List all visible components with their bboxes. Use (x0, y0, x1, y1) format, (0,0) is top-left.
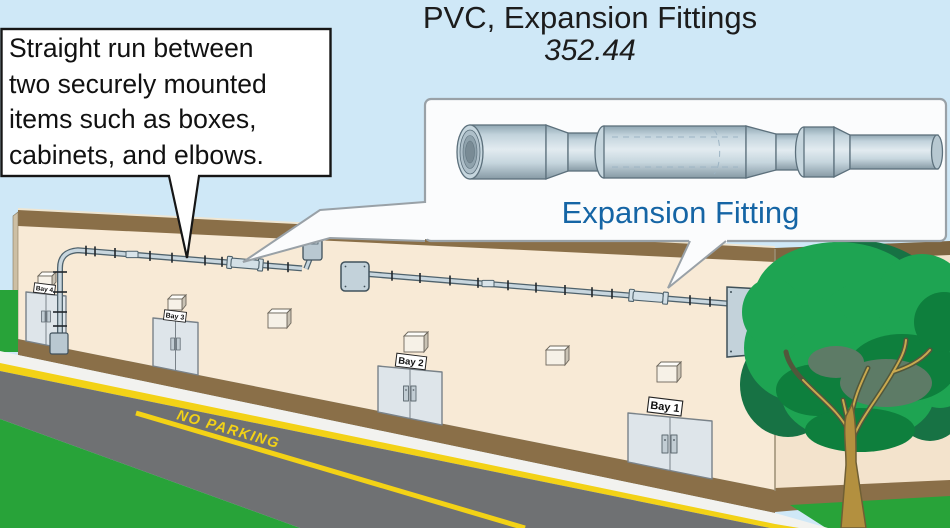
callout-tail (167, 175, 201, 259)
curb (0, 351, 828, 528)
grass-right (790, 496, 950, 528)
expansion-fitting-illustration (456, 124, 944, 180)
wall-box (544, 344, 571, 367)
bay-signs: Bay 4 Bay 3 Bay 2 Bay 1 (32, 282, 684, 417)
bay-sign-3: Bay 3 (162, 309, 188, 323)
bay-door-3 (152, 317, 199, 376)
svg-text:Bay 1: Bay 1 (650, 400, 681, 415)
svg-text:Bay 2: Bay 2 (398, 355, 425, 369)
inset-box (242, 97, 948, 289)
junction-box (340, 261, 370, 292)
inset-pointer-right (667, 240, 727, 289)
bay-sign-2: Bay 2 (394, 352, 428, 371)
conduit-coupling (125, 250, 139, 259)
svg-text:Bay 4: Bay 4 (35, 285, 53, 294)
bay-doors (25, 291, 713, 480)
ground: NO PARKING (0, 290, 950, 528)
lb-fitting-box (49, 332, 69, 355)
callout-box (0, 27, 332, 259)
wall-box (655, 360, 683, 384)
road-yellow-line-2 (135, 410, 526, 528)
wall-box (266, 307, 293, 330)
svg-text:Bay 3: Bay 3 (165, 312, 184, 321)
bay-door-2 (377, 365, 443, 426)
road (0, 371, 770, 528)
hidden-lines (612, 129, 738, 175)
inset-pointer-left (242, 201, 426, 263)
conduit-straps (53, 245, 711, 327)
wall-boxes (36, 270, 683, 384)
front-wall (18, 212, 775, 490)
front-base-band (18, 339, 775, 513)
tree (740, 240, 950, 528)
wall-box (402, 330, 430, 354)
bay-sign-1: Bay 1 (646, 396, 684, 417)
wall-box (166, 293, 188, 312)
bay-sign-4: Bay 4 (32, 282, 56, 296)
grass-foreground (0, 419, 300, 528)
grass-left-patch (0, 290, 18, 352)
bay-door-1 (627, 412, 713, 480)
conduit-coupling (481, 279, 495, 288)
expansion-fitting-on-wall-2 (628, 288, 669, 305)
tree-trunk (840, 401, 867, 528)
pipe-open-end (456, 124, 484, 180)
